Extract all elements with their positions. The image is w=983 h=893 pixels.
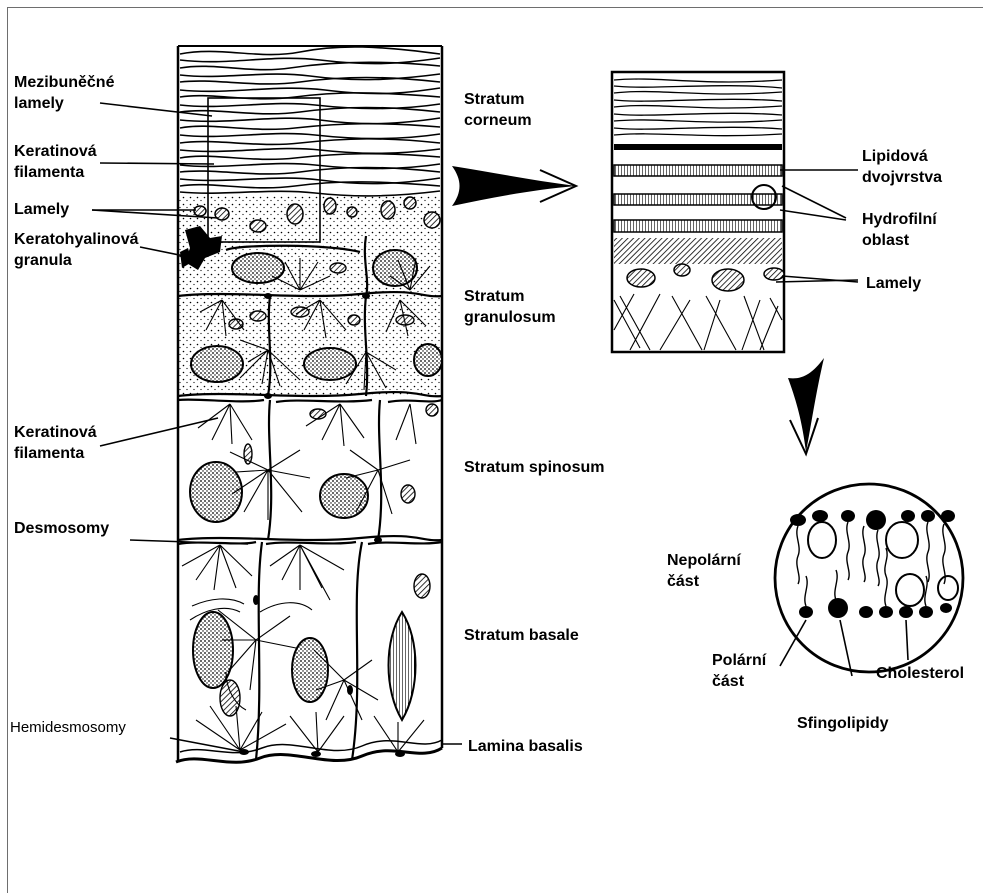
label-keratinova-filamenta-mid: Keratinová filamenta [14, 422, 97, 464]
label-lamina-basalis: Lamina basalis [468, 736, 583, 757]
label-desmosomy: Desmosomy [14, 518, 109, 539]
label-sfingolipidy: Sfingolipidy [797, 713, 889, 734]
label-lamely-right: Lamely [866, 273, 921, 294]
label-keratinova-filamenta-top: Keratinová filamenta [14, 141, 97, 183]
magnified-box [612, 72, 784, 352]
stratum-corneum-lamellae [178, 47, 442, 196]
magnify-arrow-down [788, 358, 824, 452]
leader-lines-right [776, 170, 858, 282]
label-stratum-corneum: Stratum corneum [464, 89, 532, 131]
label-hemidesmosomy: Hemidesmosomy [10, 717, 126, 738]
lipid-bilayer-circle [775, 484, 963, 672]
label-polarni-cast: Polární část [712, 650, 766, 692]
label-keratohyalinova-granula: Keratohyalinová granula [14, 229, 138, 271]
label-stratum-spinosum: Stratum spinosum [464, 457, 604, 478]
epidermis-column [176, 46, 442, 762]
dividing-cell-spindle [389, 612, 416, 720]
label-stratum-basale: Stratum basale [464, 625, 579, 646]
label-cholesterol: Cholesterol [876, 663, 964, 684]
label-hydrofilni-oblast: Hydrofilní oblast [862, 209, 937, 251]
magnify-arrow-right [452, 166, 576, 206]
label-stratum-granulosum: Stratum granulosum [464, 286, 556, 328]
label-lipidova-dvojvrstva: Lipidová dvojvrstva [862, 146, 942, 188]
label-mezibunecne-lamely: Mezibuněčné lamely [14, 72, 114, 114]
label-lamely-left: Lamely [14, 199, 69, 220]
label-nepolarni-cast: Nepolární část [667, 550, 741, 592]
